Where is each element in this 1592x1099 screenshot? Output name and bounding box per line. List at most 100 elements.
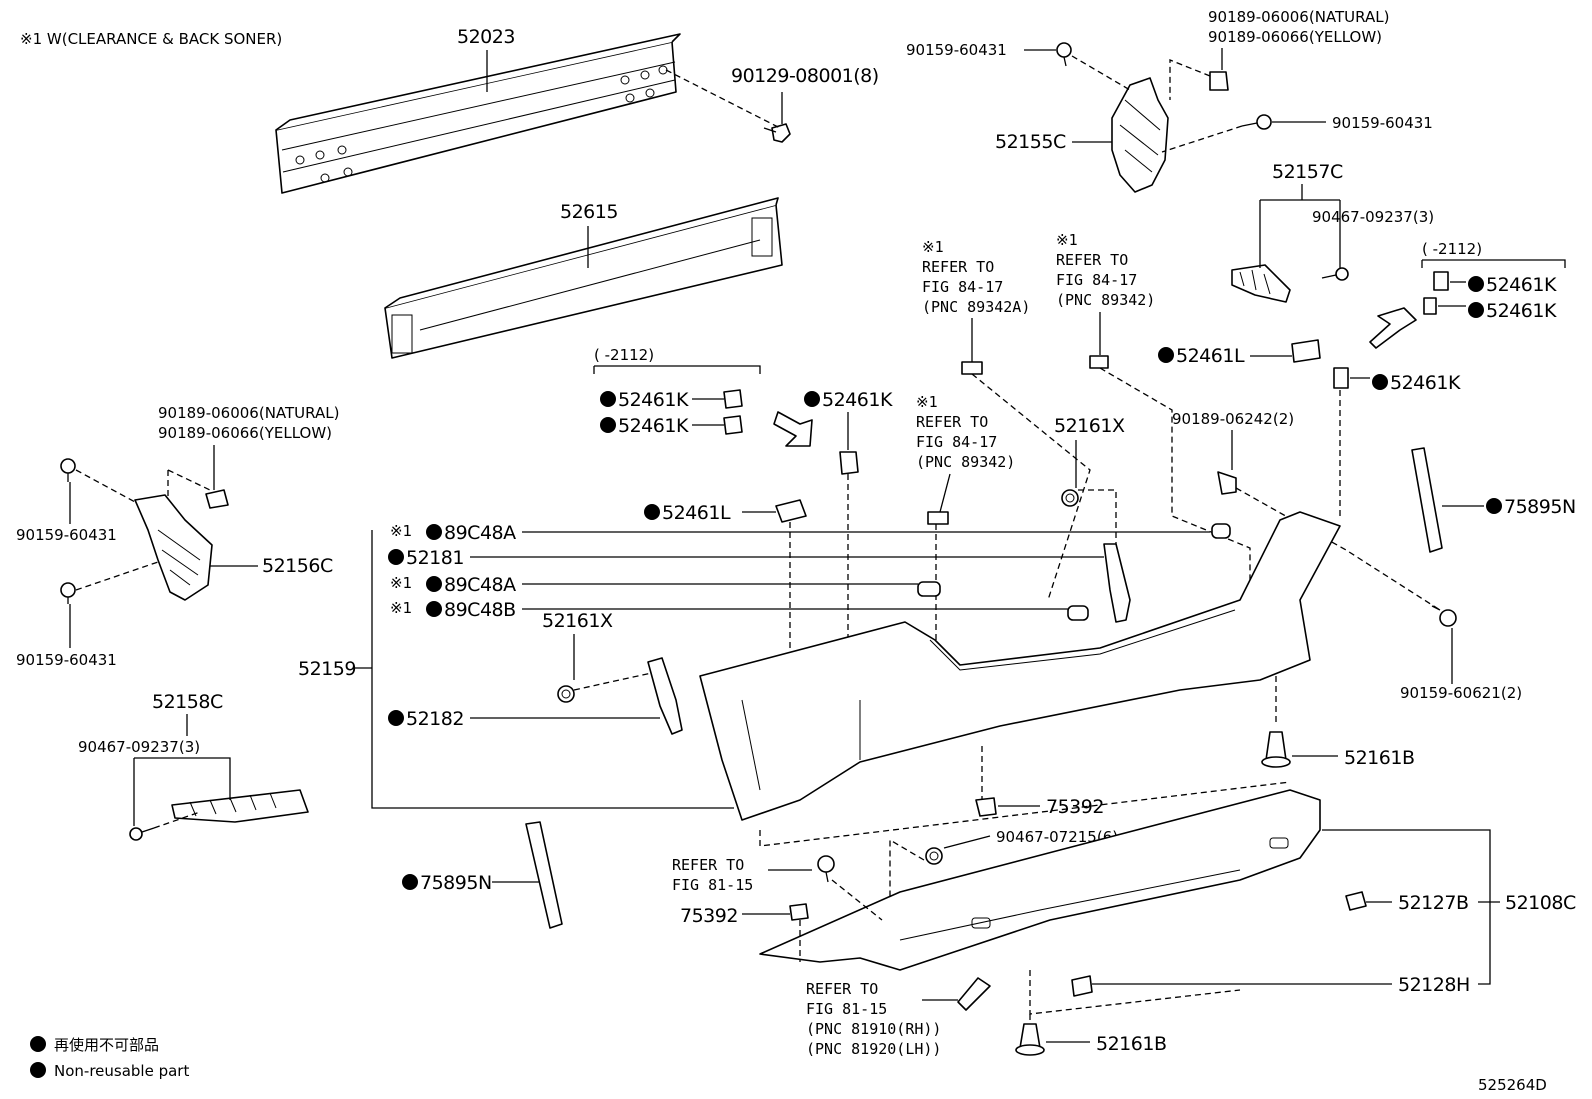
grommet-icon (557, 685, 575, 703)
svg-text:REFER TO: REFER TO (806, 980, 878, 998)
legend-ja: 再使用不可部品 (54, 1036, 159, 1054)
retainer-right (1111, 77, 1169, 193)
screw-icon (60, 458, 76, 482)
svg-text:(PNC 81920(LH)): (PNC 81920(LH)) (806, 1040, 941, 1058)
label-52615[interactable]: 52615 (560, 201, 618, 223)
svg-text:FIG 84-17: FIG 84-17 (1056, 271, 1137, 289)
push-clip-icon (1261, 731, 1291, 768)
label-89C48B[interactable]: 89C48B (444, 599, 516, 621)
protector-strip-right (1411, 447, 1443, 553)
label-52161B-upper[interactable]: 52161B (1344, 747, 1415, 769)
svg-text:FIG 81-15: FIG 81-15 (806, 1000, 887, 1018)
svg-text:※1: ※1 (1056, 231, 1078, 249)
label-90189-06066-l[interactable]: 90189-06066(YELLOW) (158, 424, 332, 442)
label-52461K-l1[interactable]: 52461K (618, 389, 689, 411)
header-note: ※1 W(CLEARANCE & BACK SONER) (20, 30, 282, 48)
label-52161X-upper[interactable]: 52161X (1054, 415, 1125, 437)
group-3-note: ※1 (390, 574, 412, 592)
label-52181[interactable]: 52181 (406, 547, 464, 569)
seal-pad-icon (1333, 367, 1349, 389)
clip-icon (1217, 471, 1237, 495)
label-52182[interactable]: 52182 (406, 708, 464, 730)
grommet-icon (1061, 489, 1079, 507)
label-52159[interactable]: 52159 (298, 658, 356, 680)
label-89C48A-2[interactable]: 89C48A (444, 574, 517, 596)
svg-text:※1: ※1 (916, 393, 938, 411)
label-90467-09237-l[interactable]: 90467-09237(3) (78, 738, 200, 756)
clip-icon (1209, 71, 1229, 91)
label-52461K-r2[interactable]: 52461K (1486, 300, 1557, 322)
label-90129-08001[interactable]: 90129-08001(8) (731, 65, 879, 87)
side-support-left (171, 789, 309, 823)
label-89C48A-1[interactable]: 89C48A (444, 522, 517, 544)
seal-pad-icon (839, 451, 859, 475)
svg-text:(PNC 89342): (PNC 89342) (916, 453, 1015, 471)
screw-icon (1056, 42, 1072, 67)
label-52158C[interactable]: 52158C (152, 691, 223, 713)
label-52128H[interactable]: 52128H (1398, 974, 1470, 996)
range-2112-right: ( -2112) (1422, 240, 1482, 258)
label-52155C[interactable]: 52155C (995, 131, 1066, 153)
screw-icon (129, 827, 155, 841)
svg-text:REFER TO: REFER TO (672, 856, 744, 874)
reference-note-a: ※1 REFER TO FIG 84-17 (PNC 89342A) (922, 238, 1030, 316)
label-75895N-l[interactable]: 75895N (420, 872, 492, 894)
label-90189-06006-r[interactable]: 90189-06006(NATURAL) (1208, 8, 1389, 26)
label-90467-09237-r[interactable]: 90467-09237(3) (1312, 208, 1434, 226)
label-52157C[interactable]: 52157C (1272, 161, 1343, 183)
label-52156C[interactable]: 52156C (262, 555, 333, 577)
direction-arrow-icon (773, 411, 813, 447)
label-52461K-r3[interactable]: 52461K (1390, 372, 1461, 394)
label-52023[interactable]: 52023 (457, 26, 515, 48)
connector-icon (961, 361, 983, 375)
retainer-icon (789, 903, 809, 921)
label-52161B-lower[interactable]: 52161B (1096, 1033, 1167, 1055)
seal-pad-icon (723, 389, 743, 409)
clip-icon (205, 489, 229, 509)
reference-note-81-b: REFER TO FIG 81-15 (PNC 81910(RH)) (PNC … (806, 980, 941, 1058)
label-52127B[interactable]: 52127B (1398, 892, 1469, 914)
label-90159-60431-r-right[interactable]: 90159-60431 (1332, 114, 1433, 132)
bolt-icon (817, 855, 835, 883)
label-90189-06006-l[interactable]: 90189-06006(NATURAL) (158, 404, 339, 422)
rear-bumper-reinforcement (275, 33, 681, 194)
connector-icon (1089, 355, 1109, 369)
label-90189-06066-r[interactable]: 90189-06066(YELLOW) (1208, 28, 1382, 46)
label-90159-60431-l-bottom[interactable]: 90159-60431 (16, 651, 117, 669)
energy-absorber (384, 197, 783, 359)
label-90189-06242[interactable]: 90189-06242(2) (1172, 410, 1294, 428)
retainer-strip-left (647, 657, 683, 735)
svg-text:FIG 84-17: FIG 84-17 (916, 433, 997, 451)
label-52161X-lower[interactable]: 52161X (542, 610, 613, 632)
sensor-bezel (917, 581, 941, 597)
label-75392-lower[interactable]: 75392 (680, 905, 738, 927)
legend-en: Non-reusable part (54, 1062, 189, 1080)
label-90467-07215[interactable]: 90467-07215(6) (996, 828, 1118, 846)
seal-pad-icon (1291, 339, 1321, 363)
label-52461K-r1[interactable]: 52461K (1486, 274, 1557, 296)
label-52461K-center[interactable]: 52461K (822, 389, 893, 411)
svg-text:※1: ※1 (922, 238, 944, 256)
seal-pad-icon (1433, 271, 1449, 291)
label-52461K-l2[interactable]: 52461K (618, 415, 689, 437)
bolt-icon (1431, 605, 1457, 627)
screw-icon (1321, 267, 1349, 281)
label-52461L-r[interactable]: 52461L (1176, 345, 1245, 367)
label-52461L-l[interactable]: 52461L (662, 502, 731, 524)
label-75895N-r[interactable]: 75895N (1504, 496, 1576, 518)
reference-note-c: ※1 REFER TO FIG 84-17 (PNC 89342) (916, 393, 1015, 471)
reflector-icon (957, 977, 991, 1011)
label-90159-60431-l-top[interactable]: 90159-60431 (16, 526, 117, 544)
reference-note-b: ※1 REFER TO FIG 84-17 (PNC 89342) (1056, 231, 1155, 309)
label-75392-upper[interactable]: 75392 (1046, 796, 1104, 818)
legend-dot-1 (30, 1036, 46, 1052)
legend-dot-2 (30, 1062, 46, 1078)
retainer-left (134, 494, 213, 601)
retainer-icon (975, 797, 997, 817)
panel-icon (1071, 975, 1093, 997)
protector-strip-left (525, 821, 563, 929)
label-90159-60431-r-top[interactable]: 90159-60431 (906, 41, 1007, 59)
label-52108C[interactable]: 52108C (1505, 892, 1576, 914)
label-90159-60621[interactable]: 90159-60621(2) (1400, 684, 1522, 702)
group-1-note: ※1 (390, 522, 412, 540)
